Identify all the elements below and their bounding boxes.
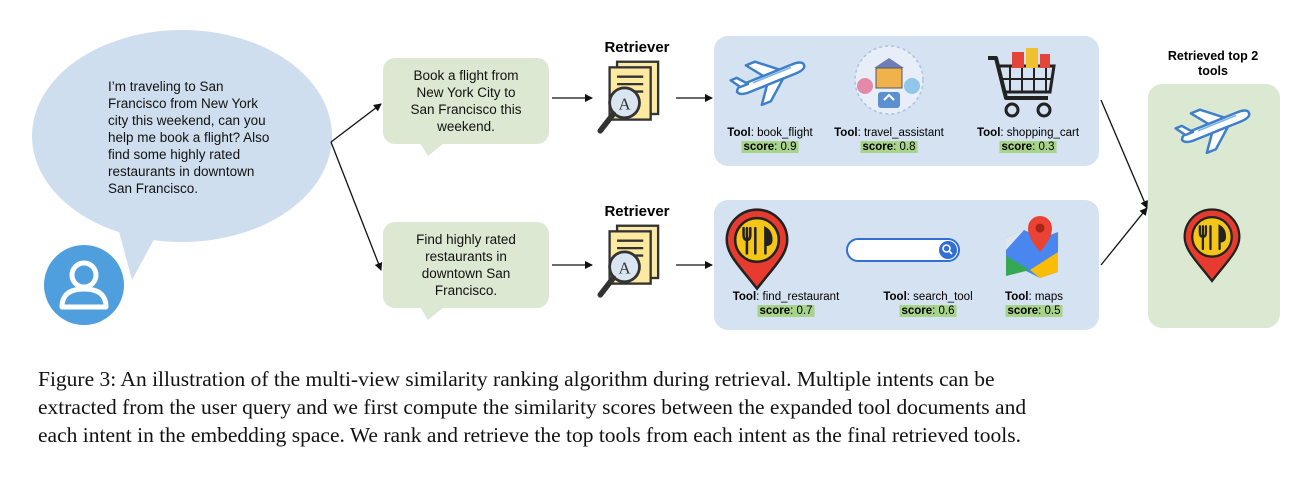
user-query-line: city this weekend, can you xyxy=(108,113,266,128)
branch-arrow-bottom xyxy=(330,141,383,271)
tool-score-label: score: 0.7 xyxy=(759,305,812,317)
search-bar-icon xyxy=(846,238,960,262)
arrow-to-top-tools-from-bottom xyxy=(1100,207,1148,266)
maps-icon xyxy=(1006,216,1058,278)
retriever-document-icon xyxy=(600,62,658,131)
figure-caption: Figure 3: An illustration of the multi-v… xyxy=(38,365,1278,449)
tool-name-label: Tool: shopping_cart xyxy=(977,127,1080,139)
caption-line: extracted from the user query and we fir… xyxy=(38,395,1027,419)
intent-line: downtown San xyxy=(422,266,511,281)
shopping-cart-icon xyxy=(988,48,1056,118)
caption-line: Figure 3: An illustration of the multi-v… xyxy=(38,367,995,391)
user-query-line: help me book a flight? Also xyxy=(108,130,269,145)
tool-score-label: score: 0.3 xyxy=(1001,141,1054,153)
branch-arrow-top xyxy=(330,103,382,143)
tool-name-label: Tool: book_flight xyxy=(727,127,813,139)
tool-name-label: Tool: travel_assistant xyxy=(834,127,945,139)
user-query-line: San Francisco. xyxy=(108,181,198,196)
retriever-label: Retriever xyxy=(604,203,669,220)
user-query-line: restaurants in downtown xyxy=(108,164,254,179)
tool-name-label: Tool: search_tool xyxy=(883,291,972,303)
intent-line: Francisco. xyxy=(435,283,497,298)
intent-line: San Francisco this xyxy=(410,102,521,117)
tool-panel-bottom xyxy=(714,200,1099,330)
travel-assistant-icon xyxy=(854,45,924,115)
intent-line: restaurants in xyxy=(425,249,507,264)
top-tools-title-line: tools xyxy=(1198,64,1228,78)
intent-bubble-restaurant: Find highly rated restaurants in downtown … xyxy=(383,222,549,320)
score-highlight xyxy=(860,141,918,153)
user-query-line: Francisco from New York xyxy=(108,96,258,111)
tool-name-label: Tool: find_restaurant xyxy=(733,291,840,303)
caption-line: each intent in the embedding space. We r… xyxy=(38,423,1021,447)
tool-score-label: score: 0.5 xyxy=(1007,305,1060,317)
score-highlight xyxy=(1005,305,1063,317)
intent-text-restaurant: Find highly rated restaurants in downtown … xyxy=(416,232,516,298)
top-tools-title-line: Retrieved top 2 xyxy=(1168,49,1258,63)
user-query-line: find some highly rated xyxy=(108,147,240,162)
intent-line: weekend. xyxy=(436,119,495,134)
score-highlight xyxy=(999,141,1057,153)
intent-line: Find highly rated xyxy=(416,232,516,247)
retriever-document-icon xyxy=(600,226,658,295)
arrow-to-top-tools-from-top xyxy=(1100,99,1148,209)
tool-score-label: score: 0.9 xyxy=(743,141,796,153)
retriever-label: Retriever xyxy=(604,39,669,56)
user-avatar-icon xyxy=(44,245,124,325)
tool-name-label: Tool: maps xyxy=(1005,291,1063,303)
score-highlight xyxy=(757,305,815,317)
tool-score-label: score: 0.6 xyxy=(901,305,954,317)
user-query-line: I’m traveling to San xyxy=(108,79,224,94)
score-highlight xyxy=(899,305,957,317)
top-tools-panel xyxy=(1148,84,1280,328)
tool-score-label: score: 0.8 xyxy=(862,141,915,153)
intent-line: Book a flight from xyxy=(413,68,518,83)
score-highlight xyxy=(741,141,799,153)
intent-line: New York City to xyxy=(416,85,515,100)
